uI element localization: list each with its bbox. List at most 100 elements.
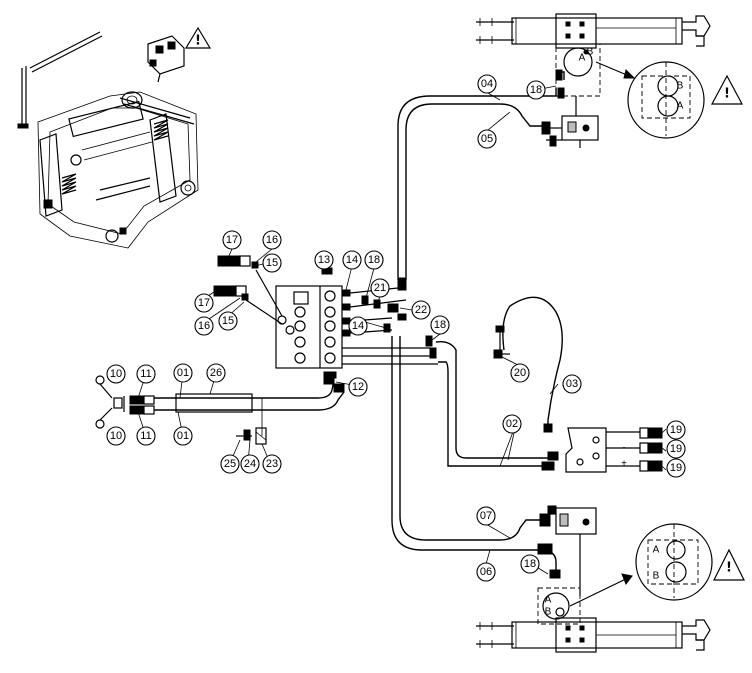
svg-text:10: 10 xyxy=(110,430,122,442)
svg-text:11: 11 xyxy=(140,368,151,380)
svg-text:B: B xyxy=(653,571,660,582)
callout-16-top: 16 xyxy=(262,230,282,250)
svg-text:14: 14 xyxy=(352,320,364,332)
callout-24: 24 xyxy=(240,454,260,474)
valve-block-icon xyxy=(547,505,597,596)
svg-text:06: 06 xyxy=(480,566,492,578)
bottom-valve-detail-frame xyxy=(537,587,581,625)
callout-19-middle: 19 xyxy=(666,439,686,459)
svg-text:21: 21 xyxy=(374,282,386,294)
svg-text:02: 02 xyxy=(506,418,518,430)
svg-text:15: 15 xyxy=(266,257,278,269)
callout-26: 26 xyxy=(206,363,226,383)
valve-block-icon xyxy=(541,87,599,148)
svg-text:07: 07 xyxy=(480,510,492,522)
callout-11-bottom: 11 xyxy=(136,426,156,446)
control-box-top xyxy=(147,35,185,83)
callout-12: 12 xyxy=(348,377,368,397)
callout-19-top: 19 xyxy=(666,420,686,440)
hoses-bottom xyxy=(391,336,561,579)
warning-triangle-icon: ! xyxy=(184,26,212,49)
svg-text:19: 19 xyxy=(670,462,682,474)
callout-11-top: 11 xyxy=(136,364,156,384)
clamp-assembly xyxy=(236,427,267,445)
callout-22: 22 xyxy=(411,300,431,320)
detail-circle-bottom: A B xyxy=(635,523,713,601)
hose-03 xyxy=(502,296,563,428)
svg-text:!: ! xyxy=(195,34,201,49)
svg-text:18: 18 xyxy=(524,558,536,570)
svg-text:22: 22 xyxy=(415,304,427,316)
fittings-right-block xyxy=(425,335,559,471)
svg-text:15: 15 xyxy=(222,315,234,327)
callout-17-bottom: 17 xyxy=(194,293,214,313)
callout-leaders xyxy=(137,85,667,575)
svg-text:16: 16 xyxy=(266,234,278,246)
callout-10-bottom: 10 xyxy=(106,426,126,446)
svg-text:20: 20 xyxy=(514,367,526,379)
callout-05: 05 xyxy=(477,129,497,149)
callout-18-right: 18 xyxy=(430,315,450,335)
callout-16-bottom: 16 xyxy=(194,316,214,336)
svg-text:13: 13 xyxy=(318,254,330,266)
svg-text:19: 19 xyxy=(670,424,682,436)
svg-text:A: A xyxy=(545,595,552,606)
callout-13: 13 xyxy=(314,250,334,270)
svg-text:+: + xyxy=(621,459,627,470)
callout-18-top: 18 xyxy=(526,80,546,100)
callout-07: 07 xyxy=(476,506,496,526)
svg-text:23: 23 xyxy=(266,458,278,470)
svg-text:24: 24 xyxy=(244,458,256,470)
svg-text:B: B xyxy=(587,47,594,58)
warning-triangle-icon: ! xyxy=(710,74,744,105)
detail-circle-top: B A xyxy=(627,61,705,139)
callout-02: 02 xyxy=(502,414,522,434)
callout-18-bottom: 18 xyxy=(520,554,540,574)
callout-04: 04 xyxy=(477,74,497,94)
callout-17-top: 17 xyxy=(222,230,242,250)
svg-text:04: 04 xyxy=(481,78,493,90)
connection-block: - + xyxy=(565,427,663,473)
svg-text:05: 05 xyxy=(481,133,493,145)
svg-text:17: 17 xyxy=(226,234,238,246)
svg-text:!: ! xyxy=(724,87,730,102)
callout-06: 06 xyxy=(476,562,496,582)
svg-text:A: A xyxy=(579,53,586,64)
svg-text:18: 18 xyxy=(530,84,542,96)
svg-text:26: 26 xyxy=(210,367,222,379)
callout-01-bottom: 01 xyxy=(173,426,193,446)
callout-20: 20 xyxy=(510,363,530,383)
spring-right xyxy=(153,119,169,141)
callout-15-bottom: 15 xyxy=(218,311,238,331)
callout-19-bottom: 19 xyxy=(666,458,686,478)
svg-text:01: 01 xyxy=(177,367,189,379)
svg-text:A: A xyxy=(677,101,684,112)
top-valve-port xyxy=(563,47,593,77)
hydraulic-cylinder-icon xyxy=(476,617,711,653)
callout-21: 21 xyxy=(370,278,390,298)
loader-frame-drawing xyxy=(17,31,199,249)
svg-text:16: 16 xyxy=(198,320,210,332)
callout-10-top: 10 xyxy=(106,364,126,384)
svg-text:19: 19 xyxy=(670,443,682,455)
warning-triangle-icon: ! xyxy=(713,548,745,581)
hose-fitting-icon xyxy=(213,255,295,335)
svg-text:25: 25 xyxy=(224,458,236,470)
svg-text:B: B xyxy=(677,81,684,92)
callout-14-bottom: 14 xyxy=(348,316,368,336)
svg-text:12: 12 xyxy=(352,381,364,393)
svg-text:18: 18 xyxy=(434,319,446,331)
callout-15-top: 15 xyxy=(262,253,282,273)
svg-text:14: 14 xyxy=(346,254,358,266)
hydraulic-cylinder-icon xyxy=(476,13,711,49)
callout-01-top: 01 xyxy=(173,363,193,383)
spring-left xyxy=(61,173,77,195)
svg-text:11: 11 xyxy=(140,430,151,442)
callout-18-center: 18 xyxy=(364,250,384,270)
svg-text:18: 18 xyxy=(368,254,380,266)
svg-text:A: A xyxy=(653,545,660,556)
svg-text:10: 10 xyxy=(110,368,122,380)
svg-text:17: 17 xyxy=(198,297,210,309)
callout-25: 25 xyxy=(220,454,240,474)
